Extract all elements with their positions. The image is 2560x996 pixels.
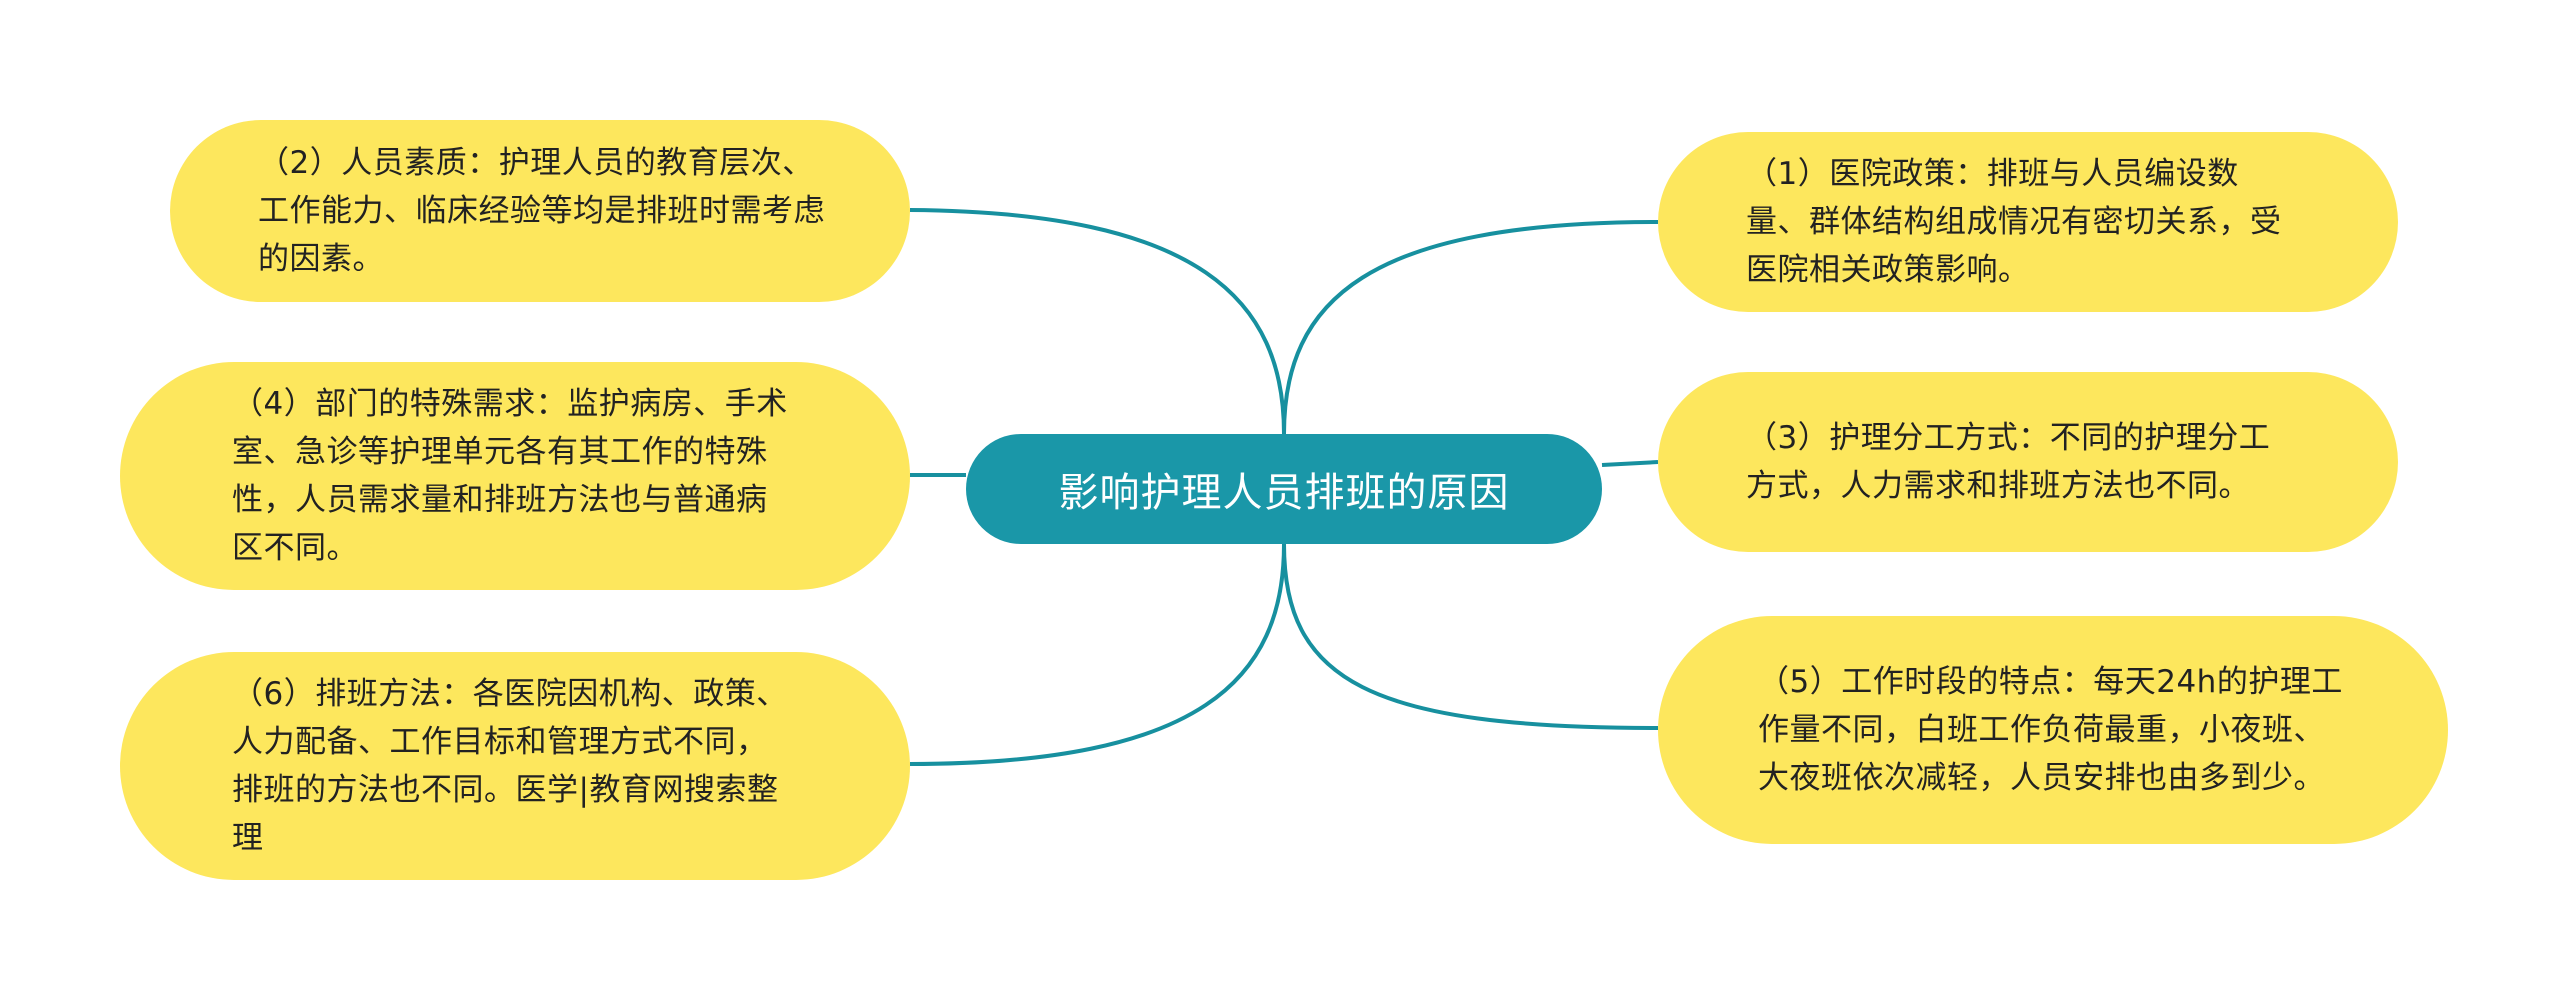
topic-node-scheduling-method[interactable]: （6）排班方法：各医院因机构、政策、人力配备、工作目标和管理方式不同，排班的方法…: [120, 652, 910, 880]
topic-node-text: （3）护理分工方式：不同的护理分工方式，人力需求和排班方法也不同。: [1746, 420, 2271, 504]
topic-node-staff-quality[interactable]: （2）人员素质：护理人员的教育层次、工作能力、临床经验等均是排班时需考虑的因素。: [170, 120, 910, 302]
topic-node-text: （5）工作时段的特点：每天24h的护理工作量不同，白班工作负荷最重，小夜班、大夜…: [1758, 664, 2343, 796]
topic-node-nursing-division[interactable]: （3）护理分工方式：不同的护理分工方式，人力需求和排班方法也不同。: [1658, 372, 2398, 552]
connector-center-to-n1: [1282, 220, 1659, 435]
central-topic-label: 影响护理人员排班的原因: [1058, 470, 1510, 516]
topic-node-text: （4）部门的特殊需求：监护病房、手术室、急诊等护理单元各有其工作的特殊性，人员需…: [232, 386, 788, 566]
connector-center-to-n2: [909, 208, 1286, 435]
topic-node-work-period[interactable]: （5）工作时段的特点：每天24h的护理工作量不同，白班工作负荷最重，小夜班、大夜…: [1658, 616, 2448, 844]
topic-node-department-needs[interactable]: （4）部门的特殊需求：监护病房、手术室、急诊等护理单元各有其工作的特殊性，人员需…: [120, 362, 910, 590]
connector-center-to-n6: [909, 543, 1286, 766]
connector-center-to-n5: [1282, 543, 1659, 730]
connector-center-to-n3: [1601, 460, 1659, 467]
topic-node-hospital-policy[interactable]: （1）医院政策：排班与人员编设数量、群体结构组成情况有密切关系，受医院相关政策影…: [1658, 132, 2398, 312]
central-topic[interactable]: 影响护理人员排班的原因: [966, 434, 1602, 544]
topic-node-text: （2）人员素质：护理人员的教育层次、工作能力、临床经验等均是排班时需考虑的因素。: [258, 145, 825, 277]
topic-node-text: （6）排班方法：各医院因机构、政策、人力配备、工作目标和管理方式不同，排班的方法…: [232, 676, 788, 856]
topic-node-text: （1）医院政策：排班与人员编设数量、群体结构组成情况有密切关系，受医院相关政策影…: [1746, 156, 2282, 288]
